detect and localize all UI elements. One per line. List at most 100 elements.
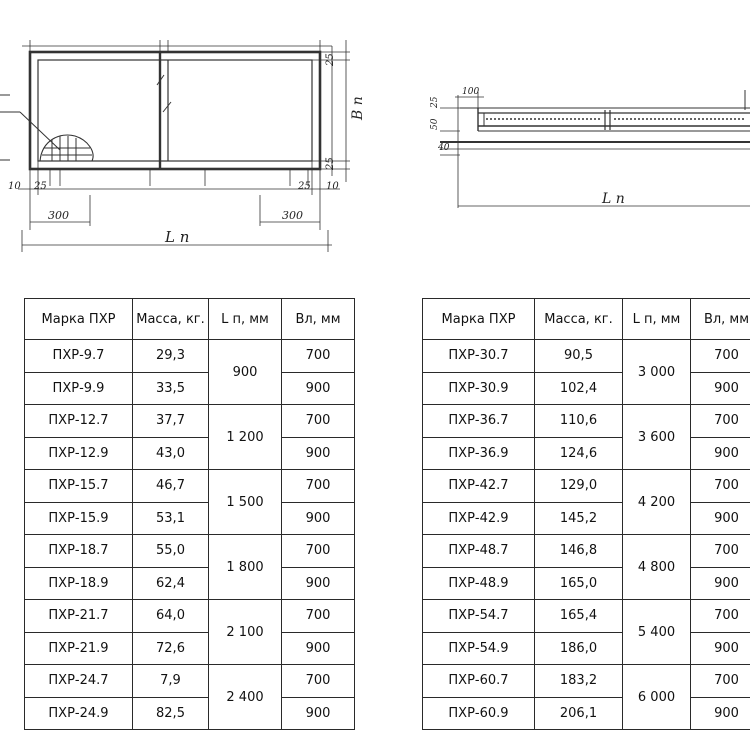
header-mark: Марка ПХР — [422, 298, 535, 340]
cell-width: 700 — [281, 404, 355, 438]
cell-length: 5 400 — [622, 599, 691, 665]
cell-mark: ПХР-18.9 — [24, 566, 133, 600]
cell-length: 1 200 — [208, 404, 282, 470]
cell-mass: 102,4 — [534, 371, 623, 405]
cell-mass: 55,0 — [132, 534, 209, 568]
dim-25-left: 25 — [33, 181, 47, 192]
dim-25-bottom: 25 — [325, 157, 336, 171]
cell-mark: ПХР-12.9 — [24, 436, 133, 470]
header-width: Вл, мм — [690, 298, 750, 340]
section-view — [440, 90, 750, 208]
dim-10-right: 10 — [326, 181, 339, 192]
header-mass: Масса, кг. — [534, 298, 623, 340]
cell-mark: ПХР-54.9 — [422, 631, 535, 665]
cell-mark: ПХР-24.9 — [24, 696, 133, 730]
cell-mass: 62,4 — [132, 566, 209, 600]
cell-mark: ПХР-60.7 — [422, 664, 535, 698]
cell-mass: 7,9 — [132, 664, 209, 698]
cell-mark: ПХР-9.7 — [24, 339, 133, 373]
cell-mark: ПХР-21.9 — [24, 631, 133, 665]
cell-mass: 37,7 — [132, 404, 209, 438]
dim-length-section: L n — [601, 191, 625, 207]
cell-width: 700 — [690, 404, 750, 438]
cell-mass: 82,5 — [132, 696, 209, 730]
header-length: L п, мм — [622, 298, 691, 340]
plan-view — [0, 40, 350, 252]
dim-50-section: 50 — [430, 118, 440, 130]
cell-width: 700 — [281, 534, 355, 568]
cell-mark: ПХР-30.7 — [422, 339, 535, 373]
header-mass: Масса, кг. — [132, 298, 209, 340]
cell-length: 6 000 — [622, 664, 691, 730]
technical-drawing: 25 25 B n 10 25 25 10 300 300 L n 100 25… — [0, 40, 750, 252]
dim-25-top: 25 — [325, 53, 336, 67]
cell-mass: 165,4 — [534, 599, 623, 633]
cell-width: 700 — [690, 664, 750, 698]
dim-10-left: 10 — [8, 181, 21, 192]
dim-width-bn: B n — [350, 96, 366, 121]
cell-length: 3 000 — [622, 339, 691, 405]
cell-mark: ПХР-21.7 — [24, 599, 133, 633]
cell-width: 700 — [281, 469, 355, 503]
cell-mass: 33,5 — [132, 371, 209, 405]
cell-width: 700 — [690, 469, 750, 503]
cell-length: 2 100 — [208, 599, 282, 665]
cell-mass: 129,0 — [534, 469, 623, 503]
plan-inner-frame — [37, 59, 313, 162]
cell-mass: 165,0 — [534, 566, 623, 600]
cell-width: 700 — [281, 339, 355, 373]
cell-length: 1 500 — [208, 469, 282, 535]
cell-mark: ПХР-36.7 — [422, 404, 535, 438]
cell-width: 900 — [690, 696, 750, 730]
cell-mark: ПХР-54.7 — [422, 599, 535, 633]
cell-mark: ПХР-36.9 — [422, 436, 535, 470]
cell-mass: 90,5 — [534, 339, 623, 373]
cell-width: 900 — [281, 566, 355, 600]
cell-width: 700 — [690, 339, 750, 373]
dim-300-right: 300 — [282, 209, 303, 222]
cell-length: 900 — [208, 339, 282, 405]
cell-length: 2 400 — [208, 664, 282, 730]
cell-width: 900 — [690, 371, 750, 405]
dim-length-ln: L n — [164, 228, 189, 246]
plan-outer-frame — [28, 50, 322, 171]
cell-mark: ПХР-30.9 — [422, 371, 535, 405]
cell-width: 700 — [281, 664, 355, 698]
dim-40-section: 40 — [437, 143, 450, 153]
cell-width: 900 — [281, 371, 355, 405]
cell-mass: 46,7 — [132, 469, 209, 503]
cell-mark: ПХР-60.9 — [422, 696, 535, 730]
cell-mass: 146,8 — [534, 534, 623, 568]
cell-mark: ПХР-15.9 — [24, 501, 133, 535]
cell-mark: ПХР-15.7 — [24, 469, 133, 503]
cell-width: 700 — [281, 599, 355, 633]
dim-100: 100 — [462, 87, 479, 97]
cell-mark: ПХР-42.7 — [422, 469, 535, 503]
cell-width: 900 — [690, 631, 750, 665]
cell-length: 4 800 — [622, 534, 691, 600]
cell-length: 4 200 — [622, 469, 691, 535]
cell-mark: ПХР-9.9 — [24, 371, 133, 405]
cell-width: 900 — [281, 696, 355, 730]
cell-mark: ПХР-12.7 — [24, 404, 133, 438]
cell-length: 3 600 — [622, 404, 691, 470]
cell-width: 900 — [690, 436, 750, 470]
cell-mark: ПХР-48.7 — [422, 534, 535, 568]
